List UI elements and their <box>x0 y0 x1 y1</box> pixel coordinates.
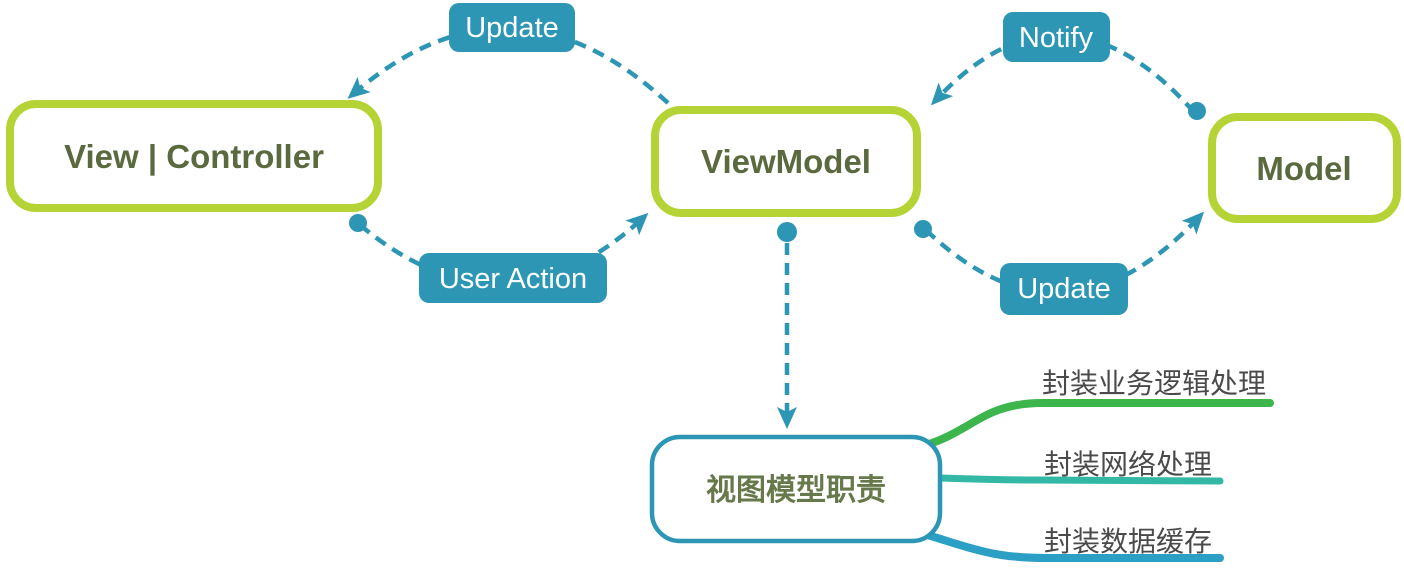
edge-label-update-bottom: Update <box>1000 263 1128 315</box>
branch-line-network <box>934 474 1224 485</box>
edge-label-update-bottom-pill <box>1000 263 1128 315</box>
connector-dot-viewmodel-right <box>914 220 932 238</box>
node-viewmodel-responsibilities-box <box>649 434 943 544</box>
edge-label-notify-text: Notify <box>1019 22 1094 54</box>
edge-label-user-action-pill <box>419 253 607 303</box>
branch-label-data-cache: 封装数据缓存 <box>1044 526 1212 557</box>
connector-dot-model <box>1188 102 1206 120</box>
connector-dot-view-controller <box>349 214 367 232</box>
edge-notify-arrow <box>930 32 1196 114</box>
edge-update-bottom-arrow <box>924 211 1205 295</box>
edge-update-top-arrow <box>347 26 670 105</box>
node-model-box <box>1208 113 1401 223</box>
edge-label-update-top: Update <box>449 3 575 52</box>
branch-label-network: 封装网络处理 <box>1044 449 1212 480</box>
edge-user-action-arrow <box>358 212 649 286</box>
node-viewmodel-box <box>651 106 921 217</box>
node-viewmodel-responsibilities: 视图模型职责 <box>649 434 943 544</box>
branch-label-business-logic: 封装业务逻辑处理 <box>1042 368 1266 399</box>
branch-line-business-logic <box>922 399 1274 449</box>
connector-dot-viewmodel-bottom <box>777 222 797 242</box>
edge-label-user-action: User Action <box>419 253 607 303</box>
edge-label-notify-pill <box>1003 12 1110 62</box>
edge-label-user-action-text: User Action <box>439 263 587 295</box>
edge-label-update-top-pill <box>449 3 575 52</box>
edge-label-notify: Notify <box>1003 12 1110 62</box>
edge-label-update-bottom-text: Update <box>1017 273 1111 305</box>
node-view-controller: View | Controller <box>6 100 382 212</box>
edge-label-update-top-text: Update <box>465 12 559 44</box>
node-view-controller-box <box>6 100 382 212</box>
node-view-controller-label: View | Controller <box>64 138 324 175</box>
node-model: Model <box>1208 113 1401 223</box>
node-viewmodel: ViewModel <box>651 106 921 217</box>
node-model-label: Model <box>1256 150 1351 187</box>
node-viewmodel-responsibilities-label: 视图模型职责 <box>706 474 886 507</box>
branch-line-data-cache <box>920 530 1224 562</box>
node-viewmodel-label: ViewModel <box>701 143 871 180</box>
